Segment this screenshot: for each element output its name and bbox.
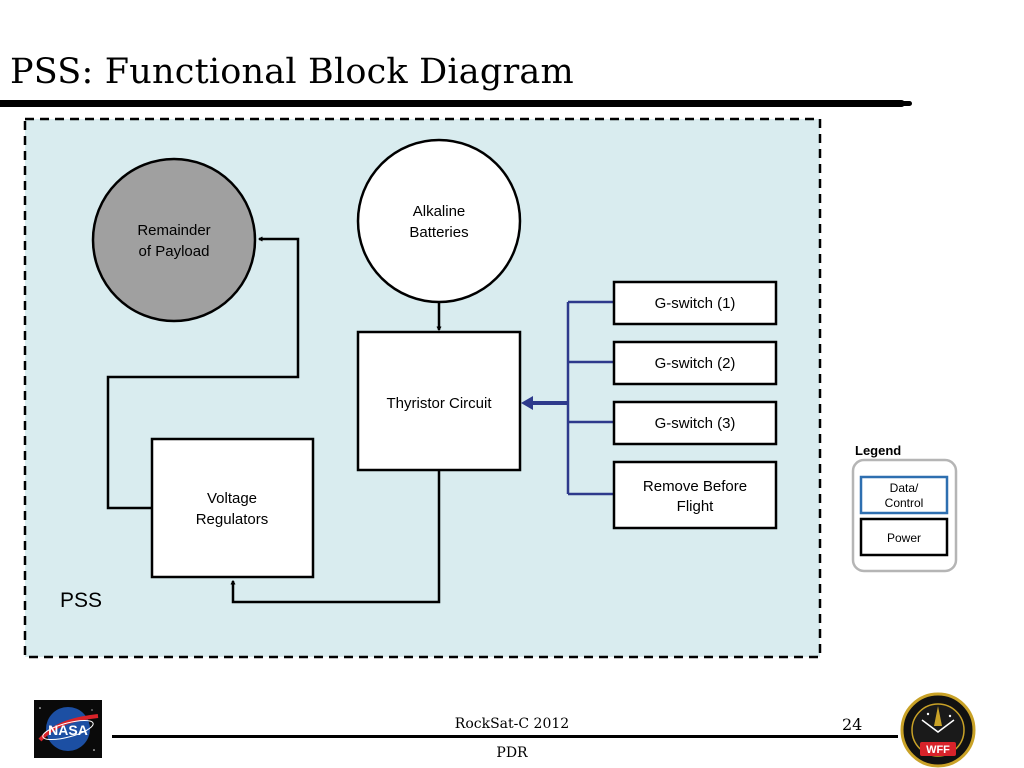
power-line-thyristor-to-regulators xyxy=(233,470,441,604)
legend-label-data-2: Control xyxy=(885,496,924,510)
node-voltage-regulators: Voltage Regulators xyxy=(150,437,315,579)
node-label-rbf-1: Remove Before xyxy=(643,478,747,495)
legend: Legend Data/ Control Power xyxy=(851,443,958,573)
node-remainder-of-payload: Remainder of Payload xyxy=(91,157,257,323)
slide-title: PSS: Functional Block Diagram xyxy=(10,52,574,92)
wff-logo-text: WFF xyxy=(926,744,950,756)
footer-event: RockSat-C 2012 xyxy=(454,716,570,732)
node-label-remainder-2: of Payload xyxy=(139,243,210,260)
pss-region-label: PSS xyxy=(60,589,102,612)
node-gswitch-3: G-switch (3) xyxy=(612,400,778,446)
footer-page-number: 24 xyxy=(842,715,863,734)
node-label-rbf-2: Flight xyxy=(677,498,715,515)
legend-title: Legend xyxy=(855,443,901,458)
legend-key-power xyxy=(859,517,949,557)
data-arrowhead-thyristor xyxy=(521,396,533,410)
node-gswitch-1: G-switch (1) xyxy=(612,280,778,326)
nasa-logo: NASA xyxy=(34,700,102,758)
node-thyristor-circuit: Thyristor Circuit xyxy=(356,330,522,472)
power-line-regulators-to-payload xyxy=(106,239,300,510)
title-rule-tip xyxy=(902,101,912,106)
wff-logo: WFF xyxy=(900,692,976,768)
node-label-gswitch-3: G-switch (3) xyxy=(655,415,736,432)
node-label-gswitch-1: G-switch (1) xyxy=(655,295,736,312)
data-connections xyxy=(530,300,614,496)
node-label-batteries-2: Batteries xyxy=(409,224,468,241)
node-label-regulators-2: Regulators xyxy=(196,511,269,528)
node-label-gswitch-2: G-switch (2) xyxy=(655,355,736,372)
node-label-batteries-1: Alkaline xyxy=(413,203,466,220)
title-rule xyxy=(0,100,905,107)
node-alkaline-batteries: Alkaline Batteries xyxy=(356,138,522,304)
legend-key-data-control xyxy=(859,475,949,515)
footer-rule xyxy=(112,735,898,738)
footer-review: PDR xyxy=(496,745,528,761)
node-remove-before-flight: Remove Before Flight xyxy=(612,460,778,530)
legend-label-power: Power xyxy=(887,531,921,545)
legend-label-data-1: Data/ xyxy=(890,481,919,495)
node-label-thyristor: Thyristor Circuit xyxy=(386,395,492,412)
node-gswitch-2: G-switch (2) xyxy=(612,340,778,386)
nasa-logo-text: NASA xyxy=(48,722,88,738)
node-label-remainder-1: Remainder xyxy=(137,222,210,239)
node-label-regulators-1: Voltage xyxy=(207,490,257,507)
